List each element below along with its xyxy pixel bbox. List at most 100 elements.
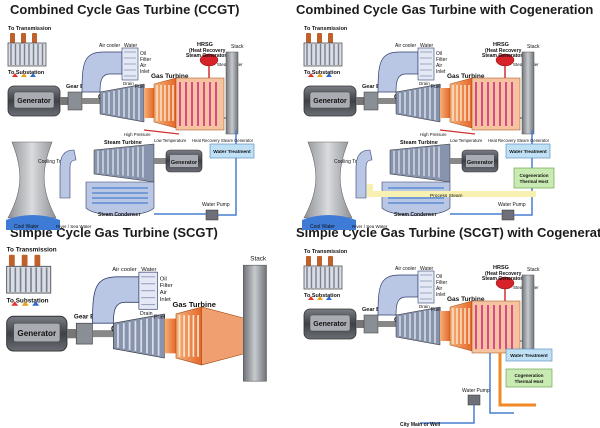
- water-treatment-box: [505, 143, 551, 159]
- label-air-cooler: Air cooler: [395, 43, 416, 49]
- water-pump: [467, 394, 481, 406]
- label-oil: Oil: [160, 276, 167, 282]
- water-pump: [501, 209, 515, 221]
- label-cogen-thermal-host-1: Cogeneration: [519, 173, 548, 178]
- label-to-transmission: To Transmission: [304, 249, 348, 255]
- label-process-steam: Process Steam: [430, 193, 463, 199]
- label-inlet: Inlet: [436, 292, 446, 298]
- label-water-pump: Water Pump: [498, 202, 526, 208]
- label-gear-box: Gear Box: [74, 314, 103, 321]
- label-fuel: Fuel: [431, 84, 441, 90]
- label-gas-turbine: Gas Turbine: [447, 296, 485, 303]
- label-cooling-tower: Cooling Tower: [334, 159, 366, 165]
- label-fuel: Fuel: [431, 307, 441, 313]
- label-to-transmission: To Transmission: [304, 26, 348, 32]
- label-gear-box: Gear Box: [362, 84, 387, 90]
- label-fuel: Fuel: [135, 84, 145, 90]
- shaft: [356, 320, 366, 328]
- label-water-treatment: Water Treatment: [510, 353, 548, 359]
- feedwater-pipe: [218, 130, 237, 216]
- label-heat-recovery-sg: Heat Recovery Steam Generator: [488, 138, 550, 143]
- label-to-transmission: To Transmission: [8, 26, 52, 32]
- generator-label: Generator: [17, 98, 51, 105]
- label-filter: Filter: [140, 57, 151, 63]
- generator: Generator: [303, 85, 366, 117]
- air-duct: [377, 274, 419, 316]
- arrow-up-icon: [30, 73, 36, 77]
- label-cool-water: Cool Water: [14, 224, 39, 230]
- label-hrsg-full-1: (Heat Recovery: [485, 48, 522, 54]
- combustor: [440, 88, 450, 118]
- label-river-sea-water: River / Sea Water: [56, 224, 92, 229]
- gear-box: [363, 314, 379, 334]
- label-to-transmission: To Transmission: [7, 246, 57, 253]
- insulator-icon: [32, 33, 37, 44]
- label-air-cooler: Air cooler: [99, 43, 120, 49]
- stack: [242, 264, 267, 382]
- transformer-body: [7, 42, 47, 67]
- label-water: Water: [420, 266, 433, 272]
- shaft: [82, 98, 100, 104]
- arrow-up-icon: [21, 301, 29, 306]
- insulator-icon: [8, 254, 15, 268]
- label-to-substation: To Substation: [8, 70, 45, 76]
- shaft: [356, 97, 366, 105]
- label-filter: Filter: [436, 280, 447, 286]
- insulator-icon: [328, 33, 333, 44]
- label-steam-condenser: Steam Condenser: [98, 212, 141, 218]
- label-air-cooler: Air cooler: [395, 266, 416, 272]
- shaft: [60, 97, 70, 105]
- cooling-tower: [7, 141, 57, 219]
- generator-plate: [13, 91, 55, 109]
- gear-box: [363, 91, 379, 111]
- shaft: [450, 158, 462, 164]
- label-cool-water: Cool Water: [310, 224, 335, 230]
- air-duct: [81, 51, 123, 93]
- label-hrsg-full-2: Steam Generator): [482, 276, 524, 282]
- air-duct: [92, 276, 140, 324]
- insulator-icon: [10, 33, 15, 44]
- label-air: Air: [436, 286, 442, 292]
- label-air-cooler: Air cooler: [112, 267, 137, 273]
- label-stack: Stack: [231, 44, 244, 50]
- cooling-tower: [303, 141, 353, 219]
- shaft: [92, 330, 114, 338]
- label-gas-turbine: Gas Turbine: [151, 73, 189, 80]
- label-cogen-thermal-host-2: Thermal Host: [515, 379, 544, 384]
- diagram-ccgt-cogeneration: To Transmission To SubstationGeneratorGea…: [302, 26, 555, 230]
- generator: Generator: [7, 85, 70, 117]
- transformer-body: [6, 265, 52, 294]
- high-pressure-pipe: [439, 129, 476, 135]
- title-scgt-cogeneration: Simple Cycle Gas Turbine (SCGT) with Cog…: [296, 225, 600, 240]
- compressor-body: [113, 313, 165, 359]
- generator: Generator: [303, 308, 366, 340]
- cool-water-basin: [302, 215, 356, 230]
- label-fuel: Fuel: [154, 315, 165, 321]
- gear-box: [67, 91, 83, 111]
- gear-box: [75, 322, 93, 345]
- label-to-substation: To Substation: [304, 70, 341, 76]
- label-water-pump: Water Pump: [462, 388, 490, 394]
- label-filter: Filter: [160, 283, 173, 289]
- insulator-icon: [317, 33, 322, 44]
- steam-duct: [355, 149, 373, 199]
- combustor: [144, 88, 154, 118]
- shaft: [154, 158, 166, 164]
- compressor-body: [395, 306, 441, 346]
- transformer: To Transmission To Substation: [303, 26, 348, 77]
- shaft: [378, 98, 396, 104]
- generator-plate: [466, 155, 494, 167]
- arrow-up-icon: [317, 296, 323, 300]
- air-duct: [377, 51, 419, 93]
- label-high-pressure: High Pressure: [124, 132, 151, 137]
- combustor: [164, 318, 176, 354]
- title-ccgt: Combined Cycle Gas Turbine (CCGT): [10, 2, 240, 17]
- compressor-body: [395, 83, 441, 123]
- generator-plate: [309, 91, 351, 109]
- label-hrsg-full-2: Steam Generator): [482, 53, 524, 59]
- combustor: [440, 311, 450, 341]
